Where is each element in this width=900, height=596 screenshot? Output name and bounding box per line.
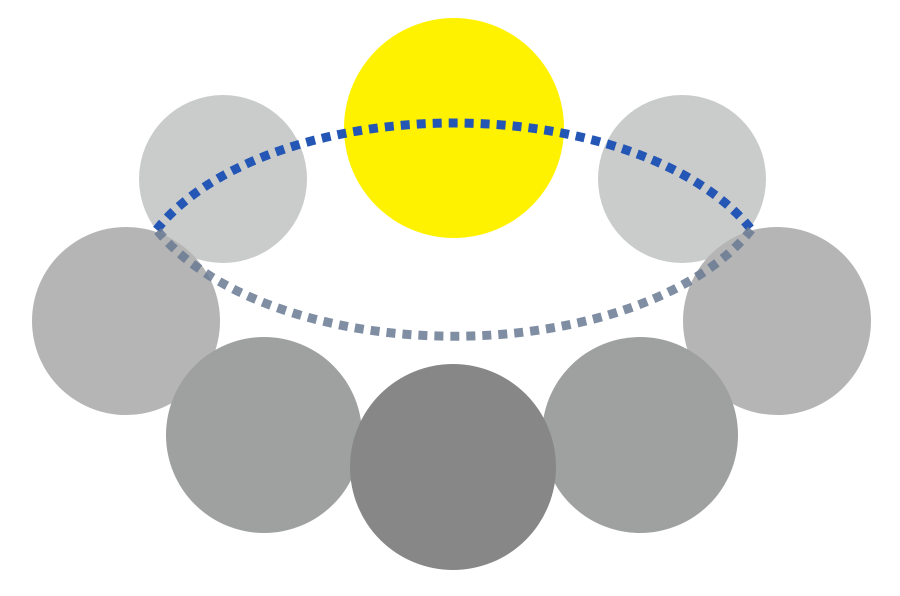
circle-node-right: [683, 227, 871, 415]
orbit-path-lower: [153, 226, 755, 341]
circle-node-top: [344, 18, 564, 238]
circle-node-lower-right: [542, 337, 738, 533]
circle-node-left: [32, 227, 220, 415]
circle-node-lower-left: [166, 337, 362, 533]
circles-layer: [32, 18, 871, 570]
circle-node-bottom: [350, 364, 556, 570]
orbit-layer: [153, 118, 755, 341]
orbit-path-upper: [153, 118, 755, 233]
